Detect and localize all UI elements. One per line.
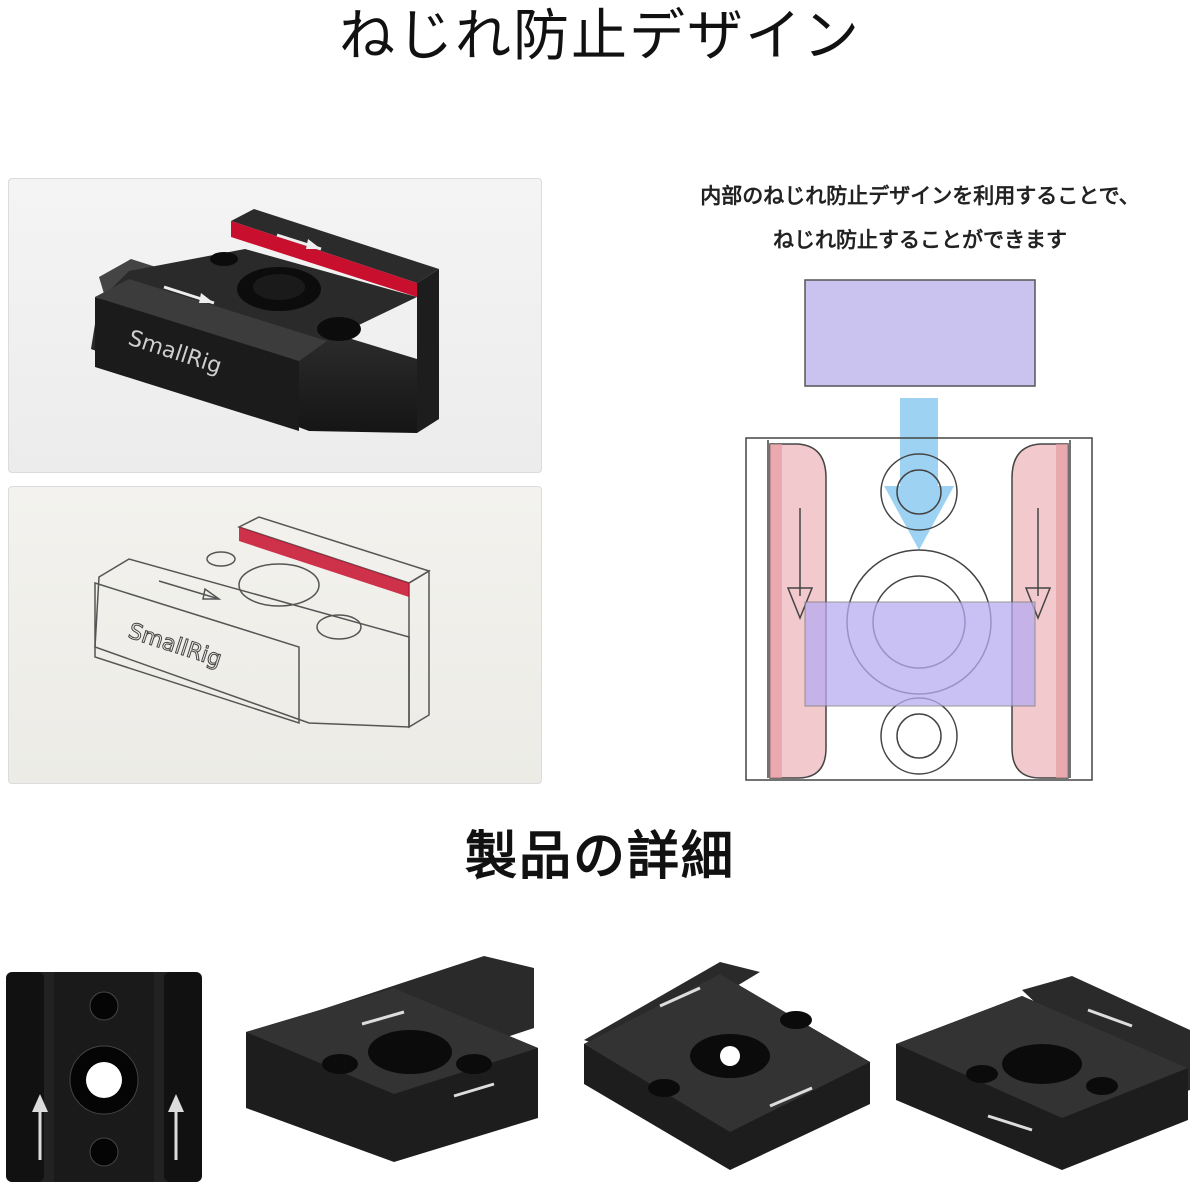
product-angle-view-3 <box>896 976 1190 1170</box>
description-line-1: 内部のねじれ防止デザインを利用することで、 <box>700 184 1140 208</box>
description-line-2: ねじれ防止することができます <box>773 228 1067 252</box>
product-top-view <box>6 972 202 1182</box>
product-sketch-panel: SmallRig <box>8 486 542 784</box>
mounted-block <box>804 279 1036 387</box>
downward-arrow-shaft <box>900 398 938 486</box>
details-title: 製品の詳細 <box>464 827 735 887</box>
product-photo-panel: SmallRig <box>8 178 542 473</box>
page-title: ねじれ防止デザイン <box>339 4 861 69</box>
product-angle-view-2 <box>584 962 870 1170</box>
overlay-block <box>804 601 1036 707</box>
logo-outline-text: SmallRig <box>125 619 224 673</box>
anti-twist-diagram <box>745 279 1093 781</box>
cold-shoe-sketch: SmallRig <box>94 516 431 729</box>
cold-shoe-photo: SmallRig <box>91 209 439 433</box>
anti-twist-description: 内部のねじれ防止デザインを利用することで、 ねじれ防止することができます <box>640 174 1200 262</box>
product-angle-view-1 <box>246 956 538 1162</box>
downward-arrow-icon <box>884 486 954 550</box>
